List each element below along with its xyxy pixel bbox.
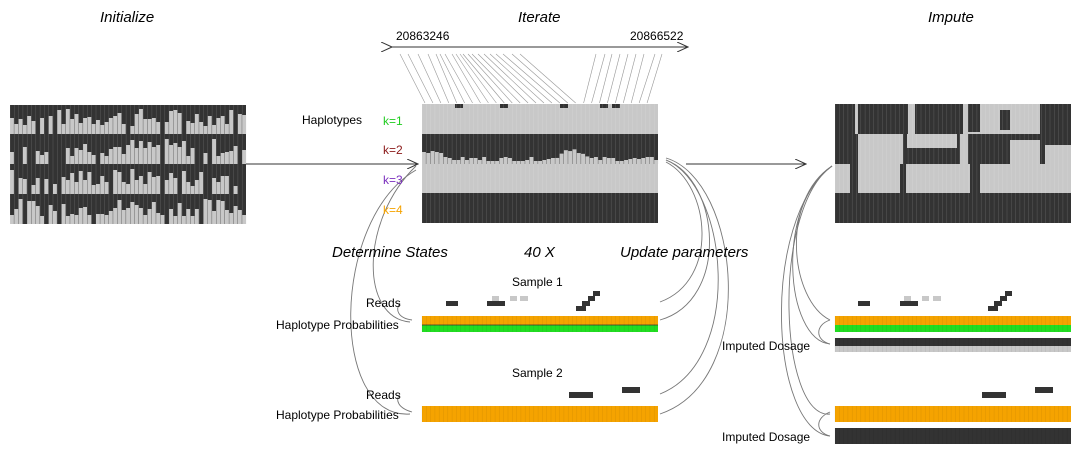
sample1-imputed-reads: [858, 291, 1012, 311]
position-start-label: 20863246: [396, 29, 450, 43]
sample1-reads-label: Reads: [366, 296, 401, 310]
sample2-haplotype-probability-bar: [422, 406, 658, 422]
sample2-haplotype-probabilities-label: Haplotype Probabilities: [276, 408, 399, 422]
update-curve-4: [659, 159, 719, 395]
sample2-reads-label: Reads: [366, 388, 401, 402]
read: [492, 296, 499, 301]
sample2-imputed-dosage-label: Imputed Dosage: [722, 430, 811, 444]
sample2-impute-probability-bar: [835, 406, 1071, 422]
impute-curve-1: [796, 165, 833, 321]
read: [858, 301, 870, 306]
update-curve-3: [659, 157, 729, 415]
sample1-imputed-dosage-label: Imputed Dosage: [722, 339, 811, 353]
read: [622, 387, 640, 393]
read: [933, 296, 941, 301]
read: [569, 392, 593, 398]
impute-haplotype-bars: [835, 104, 1071, 193]
read: [1035, 387, 1053, 393]
column-grid: [9, 104, 1068, 224]
impute-panel: [835, 104, 1071, 223]
read: [593, 291, 600, 296]
read: [582, 301, 590, 306]
sample1-title: Sample 1: [512, 275, 563, 289]
read: [1000, 296, 1007, 301]
read: [588, 296, 595, 301]
iterate-haplotype-bars: [422, 104, 659, 164]
sample1-haplotype-probability-bar: [422, 316, 658, 332]
haplotype-k4-label: k=4: [383, 203, 403, 217]
haplotypes-label: Haplotypes: [302, 113, 363, 127]
prob-to-dosage-2: [818, 411, 831, 437]
reads2-to-prob: [397, 393, 413, 413]
read: [576, 306, 586, 311]
read: [982, 392, 1006, 398]
sample1-haplotype-probabilities-label: Haplotype Probabilities: [276, 318, 399, 332]
iteration-count-label: 40 X: [524, 244, 555, 261]
sample1-reads: [446, 291, 600, 311]
sample2-imputed-reads: [982, 387, 1053, 398]
read: [1005, 291, 1012, 296]
read: [904, 296, 911, 301]
sample2-reads: [569, 387, 640, 398]
initialize-haplotype-bars: [10, 109, 247, 224]
read: [994, 301, 1002, 306]
read: [988, 306, 998, 311]
haplotype-k3-label: k=3: [383, 173, 403, 187]
iterate-panel: [422, 104, 659, 223]
read: [446, 301, 458, 306]
initialize-title: Initialize: [100, 9, 155, 26]
haplotype-k1-label: k=1: [383, 114, 403, 128]
update-curve-1: [659, 159, 710, 321]
sample2-imputed-dosage-bar: [835, 428, 1071, 444]
iterate-title: Iterate: [518, 9, 561, 26]
marker-position-lines: [399, 53, 663, 104]
reads1-to-prob: [397, 302, 413, 321]
position-end-label: 20866522: [630, 29, 684, 43]
determine-states-label: Determine States: [332, 244, 448, 261]
sample2-title: Sample 2: [512, 366, 563, 380]
sample1-impute-probability-bar: [835, 316, 1071, 332]
read: [900, 301, 918, 306]
update-parameters-label: Update parameters: [620, 244, 749, 261]
flow-curves: [350, 157, 833, 437]
curve-to-sample2: [350, 169, 417, 415]
read: [520, 296, 528, 301]
read: [510, 296, 517, 301]
sample1-imputed-dosage-bar: [835, 338, 1071, 352]
initialize-panel: [10, 105, 247, 224]
curve-to-sample1: [372, 165, 417, 323]
impute-title: Impute: [928, 9, 974, 26]
impute-curve-4: [792, 165, 833, 345]
haplotype-k2-label: k=2: [383, 143, 403, 157]
read: [487, 301, 505, 306]
read: [922, 296, 929, 301]
probability-bar-grid: [421, 316, 1068, 444]
impute-curve-2: [788, 165, 833, 415]
prob-to-dosage-1: [818, 319, 831, 345]
update-curve-2: [659, 161, 703, 303]
